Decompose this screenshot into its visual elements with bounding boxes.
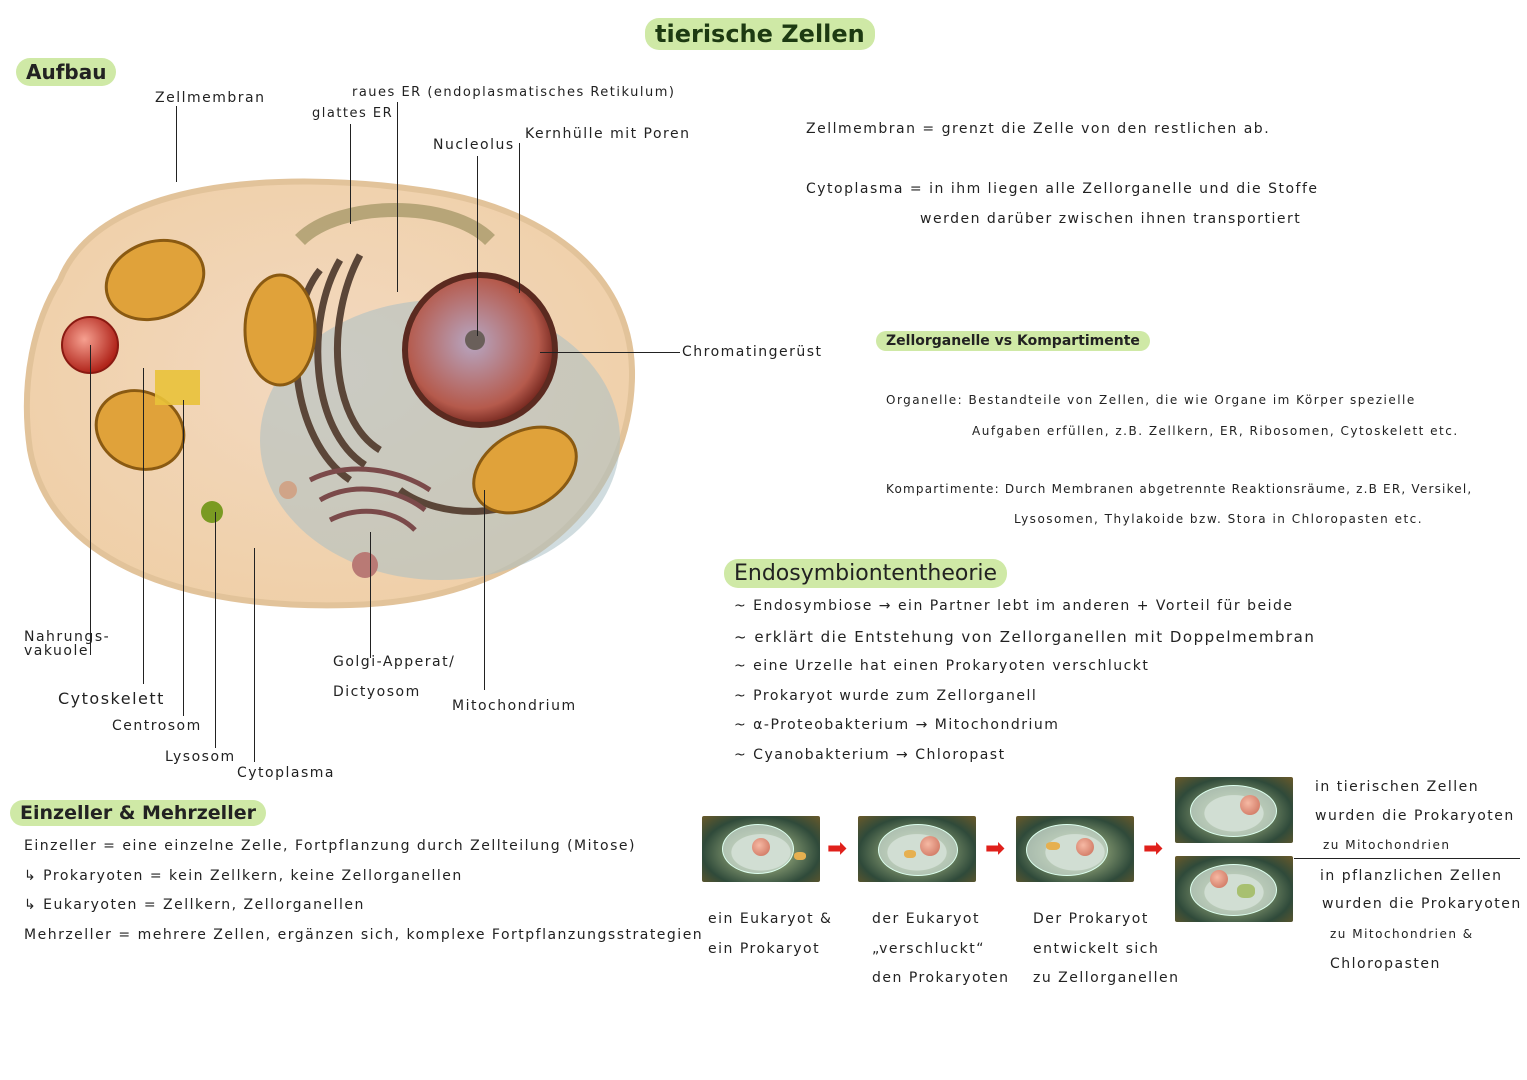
animal-cell-result-image [1175, 777, 1293, 843]
heading-endosymbiont: Endosymbiontentheorie [724, 559, 1008, 588]
endosymbiosis-step-1-image [702, 816, 820, 882]
arrow-icon: ➡ [1143, 834, 1164, 862]
organelle-def-1: Organelle: Bestandteile von Zellen, die … [886, 393, 1416, 407]
animal-cell-illustration [23, 178, 636, 609]
tier-note: zu Mitochondrien [1323, 838, 1451, 852]
pflanze-note: zu Mitochondrien & [1330, 927, 1474, 941]
pflanze-note: Chloropasten [1330, 956, 1441, 972]
label-nahrungsvakuole: Nahrungs- vakuole [24, 629, 111, 659]
centrosome [155, 370, 200, 405]
endo-item: ~ Cyanobakterium → Chloropast [734, 747, 1006, 763]
caption-1: ein Eukaryot & [708, 911, 833, 927]
page-title: tierische Zellen [645, 18, 875, 50]
label-cytoskelett: Cytoskelett [58, 689, 165, 708]
caption-3: entwickelt sich [1033, 941, 1160, 957]
endo-item: ~ Prokaryot wurde zum Zellorganell [734, 688, 1038, 704]
pflanze-note: wurden die Prokaryoten [1322, 896, 1522, 912]
label-golgi: Golgi-Apperat/ [333, 654, 456, 670]
label-lysosom: Lysosom [165, 749, 236, 765]
einzeller-line: Mehrzeller = mehrere Zellen, ergänzen si… [24, 927, 704, 943]
organelle-def-2: Aufgaben erfüllen, z.B. Zellkern, ER, Ri… [972, 424, 1459, 438]
caption-3: Der Prokaryot [1033, 911, 1149, 927]
label-nucleolus: Nucleolus [433, 137, 515, 153]
heading-einzeller: Einzeller & Mehrzeller [10, 800, 266, 826]
caption-2: den Prokaryoten [872, 970, 1010, 986]
nucleolus [465, 330, 485, 350]
def-cytoplasma: Cytoplasma = in ihm liegen alle Zellorga… [806, 181, 1319, 197]
einzeller-line: ↳ Eukaryoten = Zellkern, Zellorganellen [24, 897, 365, 913]
golgi [308, 466, 432, 532]
heading-organelle: Zellorganelle vs Kompartimente [876, 331, 1150, 351]
kompartimente-def-1: Kompartimente: Durch Membranen abgetrenn… [886, 482, 1473, 496]
endo-item: ~ α-Proteobakterium → Mitochondrium [734, 717, 1060, 733]
label-dictyosom: Dictyosom [333, 684, 421, 700]
label-raues-er: raues ER (endoplasmatisches Retikulum) [352, 85, 676, 100]
caption-1: ein Prokaryot [708, 941, 821, 957]
heading-aufbau: Aufbau [16, 58, 117, 86]
plant-cell-result-image [1175, 856, 1293, 922]
label-centrosom: Centrosom [112, 718, 202, 734]
pflanze-note: in pflanzlichen Zellen [1320, 868, 1503, 884]
nucleus [402, 272, 558, 428]
label-chromatin: Chromatingerüst [682, 344, 823, 360]
def-zellmembran: Zellmembran = grenzt die Zelle von den r… [806, 121, 1271, 137]
endosymbiosis-step-2-image [858, 816, 976, 882]
caption-2: „verschluckt“ [872, 941, 985, 957]
arrow-icon: ➡ [827, 834, 848, 862]
caption-2: der Eukaryot [872, 911, 980, 927]
arrow-icon: ➡ [985, 834, 1006, 862]
label-kernhuelle: Kernhülle mit Poren [525, 126, 691, 142]
label-zellmembran: Zellmembran [155, 90, 266, 106]
kompartimente-def-2: Lysosomen, Thylakoide bzw. Stora in Chlo… [1014, 512, 1424, 526]
endosymbiosis-step-3-image [1016, 816, 1134, 882]
tier-note: wurden die Prokaryoten [1315, 808, 1515, 824]
label-cytoplasma: Cytoplasma [237, 765, 335, 781]
def-cytoplasma-cont: werden darüber zwischen ihnen transporti… [920, 211, 1302, 227]
tier-note: in tierischen Zellen [1315, 779, 1480, 795]
endo-item: ~ erklärt die Entstehung von Zellorganel… [734, 628, 1316, 646]
einzeller-line: Einzeller = eine einzelne Zelle, Fortpfl… [24, 838, 636, 854]
caption-3: zu Zellorganellen [1033, 970, 1180, 986]
label-mitochondrium: Mitochondrium [452, 698, 577, 714]
einzeller-line: ↳ Prokaryoten = kein Zellkern, keine Zel… [24, 868, 463, 884]
label-glattes-er: glattes ER [312, 106, 394, 121]
endo-item: ~ Endosymbiose → ein Partner lebt im and… [734, 598, 1294, 614]
endo-item: ~ eine Urzelle hat einen Prokaryoten ver… [734, 658, 1150, 674]
lysosome [201, 501, 223, 523]
divider [1294, 858, 1520, 859]
